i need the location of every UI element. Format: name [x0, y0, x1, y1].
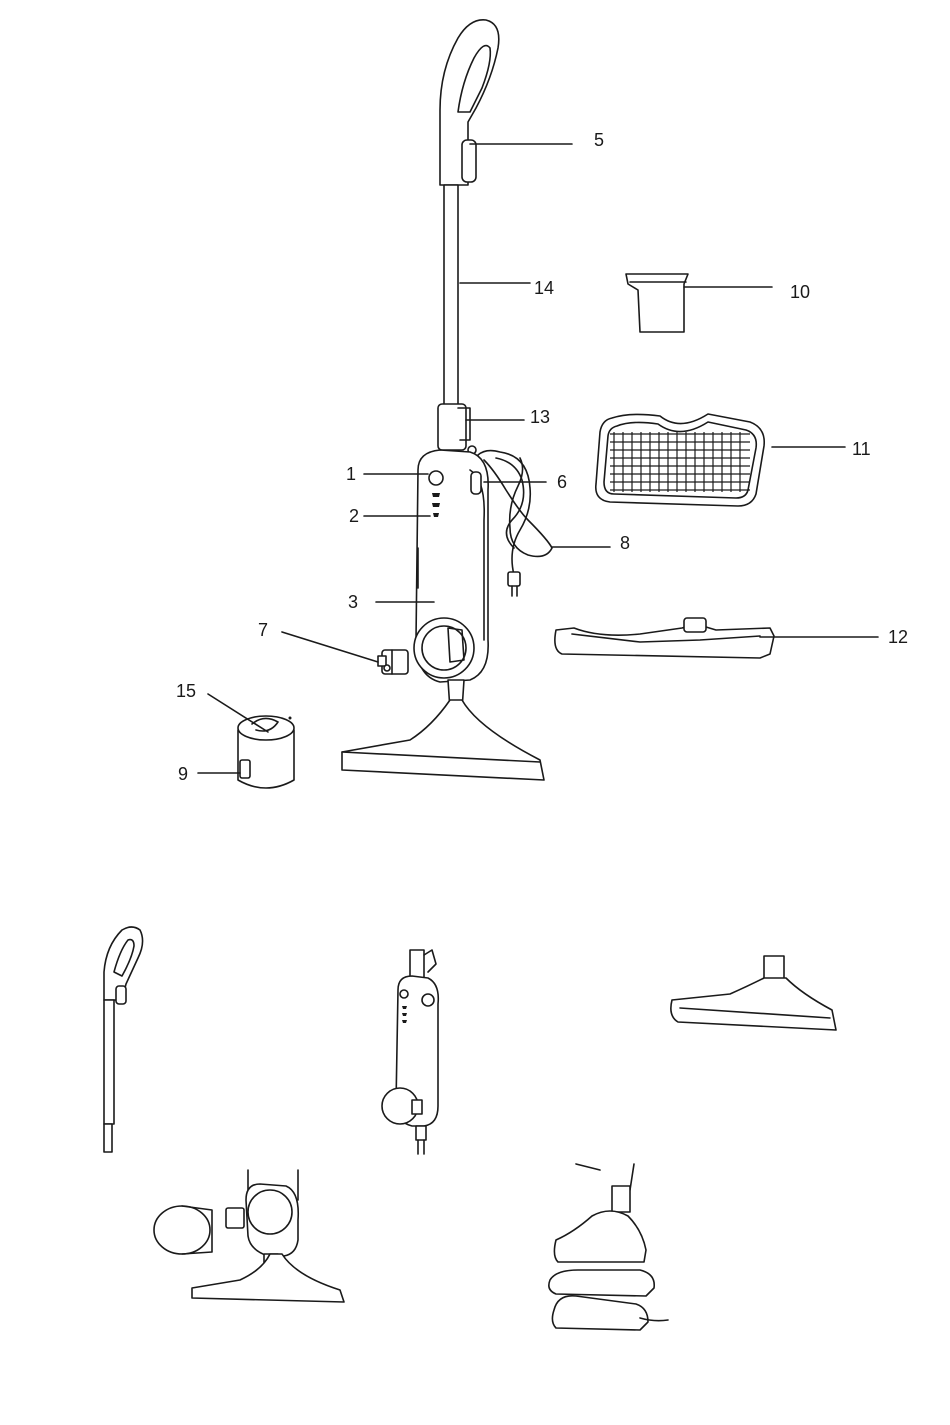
callout-6: 6	[557, 472, 567, 492]
mop-head	[342, 700, 544, 780]
callout-2: 2	[349, 506, 359, 526]
callout-8: 8	[620, 533, 630, 553]
water-tank-port	[414, 618, 474, 678]
callout-3: 3	[348, 592, 358, 612]
callout-14: 14	[534, 278, 554, 298]
handle-release-button	[462, 140, 476, 182]
assembly-filter-insertion	[154, 1170, 344, 1302]
assembly-handle-pole	[104, 927, 143, 1152]
filter-connector	[378, 650, 408, 674]
extension-pole	[444, 185, 458, 407]
assembly-mop-head	[671, 956, 836, 1030]
callout-12: 12	[888, 627, 908, 647]
callout-15: 15	[176, 681, 196, 701]
assembled-steam-mop	[342, 20, 544, 780]
callout-13: 13	[530, 407, 550, 427]
water-filter-cartridge	[238, 716, 294, 788]
callout-10: 10	[790, 282, 810, 302]
carpet-glider	[555, 618, 774, 658]
side-switch	[471, 472, 481, 494]
power-cord	[478, 451, 552, 596]
callout-5: 5	[594, 130, 604, 150]
assembly-pad-stack	[549, 1164, 668, 1330]
callout-numbers: 5 14 10 13 11 1 6 2 8 3 7 12 15 9	[176, 130, 908, 784]
callout-9: 9	[178, 764, 188, 784]
assembly-body	[382, 950, 438, 1154]
callout-1: 1	[346, 464, 356, 484]
measuring-cup	[626, 274, 688, 332]
callout-11: 11	[852, 439, 871, 459]
power-button	[429, 471, 443, 485]
pole-collar	[438, 404, 466, 450]
callout-7: 7	[258, 620, 268, 640]
leader-lines	[198, 144, 878, 773]
steam-level-indicators	[432, 493, 440, 517]
microfibre-pad	[596, 414, 764, 506]
